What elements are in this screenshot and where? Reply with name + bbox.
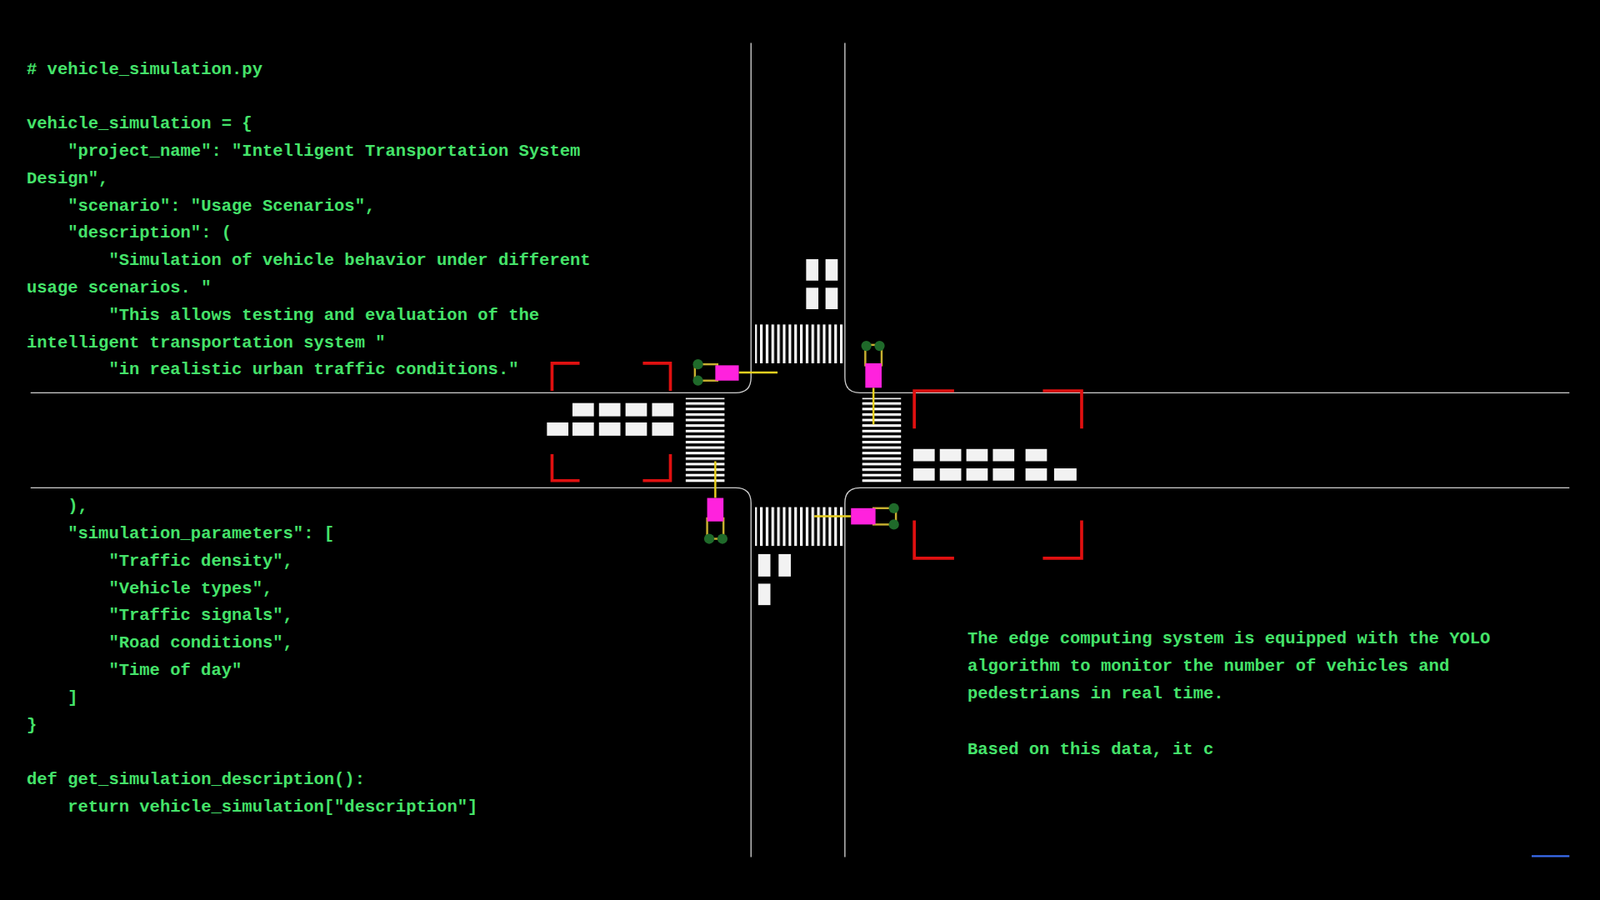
vehicle-block <box>778 554 791 577</box>
code-line: vehicle_simulation = { <box>26 110 622 139</box>
code-line: "scenario": "Usage Scenarios", <box>26 193 622 221</box>
robot-vehicle <box>860 340 885 425</box>
vehicle-block <box>992 468 1015 481</box>
vehicle-block <box>805 287 819 310</box>
robot-vehicle <box>692 359 778 386</box>
vehicle-block <box>992 449 1015 462</box>
code-line: "Time of day" <box>26 657 622 685</box>
vehicle-block <box>625 422 648 436</box>
code-line: "in realistic urban traffic conditions." <box>26 356 622 385</box>
vehicle-block <box>913 449 935 462</box>
vehicle-block <box>1025 468 1048 481</box>
heading-line <box>714 460 716 498</box>
vehicle-block <box>651 403 674 417</box>
vehicle-block <box>599 422 621 436</box>
vehicle-block <box>546 422 569 436</box>
code-line: def get_simulation_description(): <box>26 766 622 795</box>
vehicle-block <box>940 468 962 481</box>
note-text: Based on this data, it c <box>967 736 1532 765</box>
note-text: The edge computing system is equipped wi… <box>967 625 1532 708</box>
robot-body <box>715 365 739 380</box>
vehicle-block <box>651 422 674 436</box>
code-line: } <box>26 712 622 740</box>
crosswalk <box>685 398 725 485</box>
vehicle-block <box>758 554 771 577</box>
robot-wheel <box>692 359 703 370</box>
code-line: # vehicle_simulation.py <box>26 56 622 85</box>
vehicle-block <box>599 403 621 417</box>
code-line: "Traffic density", <box>26 548 622 576</box>
code-line: "Traffic signals", <box>26 602 622 630</box>
code-line: ), <box>26 493 622 521</box>
road-edge <box>845 487 1570 857</box>
detection-bracket <box>551 363 670 481</box>
vehicle-block <box>825 287 839 310</box>
accent-line <box>1531 855 1570 857</box>
robot-wheel <box>874 340 885 351</box>
robot-vehicle <box>704 460 728 544</box>
vehicle-block <box>758 583 771 605</box>
vehicle-block <box>966 449 989 462</box>
robot-wheel <box>889 519 900 530</box>
robot-wheel <box>692 375 703 386</box>
robot-wheel <box>889 503 900 514</box>
robot-body <box>865 363 882 388</box>
robot-body <box>850 508 875 525</box>
code-line: "description": ( <box>26 220 622 248</box>
vehicle-block <box>805 259 819 281</box>
detection-bracket <box>914 390 1082 559</box>
robot-wheel <box>860 340 871 351</box>
code-line: "Simulation of vehicle behavior under di… <box>26 247 622 302</box>
code-line: "project_name": "Intelligent Transportat… <box>26 138 622 193</box>
code-line: "Vehicle types", <box>26 575 622 604</box>
crosswalk <box>755 324 843 364</box>
robot-body <box>707 498 725 522</box>
code-line: "simulation_parameters": [ <box>26 520 622 549</box>
heading-line <box>814 515 851 517</box>
robot-wheel <box>704 533 715 544</box>
crosswalk <box>862 398 902 485</box>
vehicle-block <box>913 468 935 481</box>
crosswalk <box>755 507 843 547</box>
heading-line <box>872 387 875 425</box>
vehicle-block <box>966 468 989 481</box>
heading-line <box>739 371 779 374</box>
vehicle-block <box>572 403 595 417</box>
vehicle-block <box>1025 449 1048 462</box>
vehicle-block <box>825 259 839 281</box>
code-line: "Road conditions", <box>26 630 622 658</box>
vehicle-block <box>1054 468 1077 481</box>
road-edge <box>845 42 1570 393</box>
vehicle-block <box>940 449 962 462</box>
code-line: return vehicle_simulation["description"] <box>26 794 622 822</box>
robot-wheel <box>717 533 728 544</box>
vehicle-block <box>625 403 648 417</box>
code-line: "This allows testing and evaluation of t… <box>26 302 622 357</box>
code-line: ] <box>26 685 622 713</box>
vehicle-block <box>572 422 595 436</box>
robot-vehicle <box>814 503 900 530</box>
